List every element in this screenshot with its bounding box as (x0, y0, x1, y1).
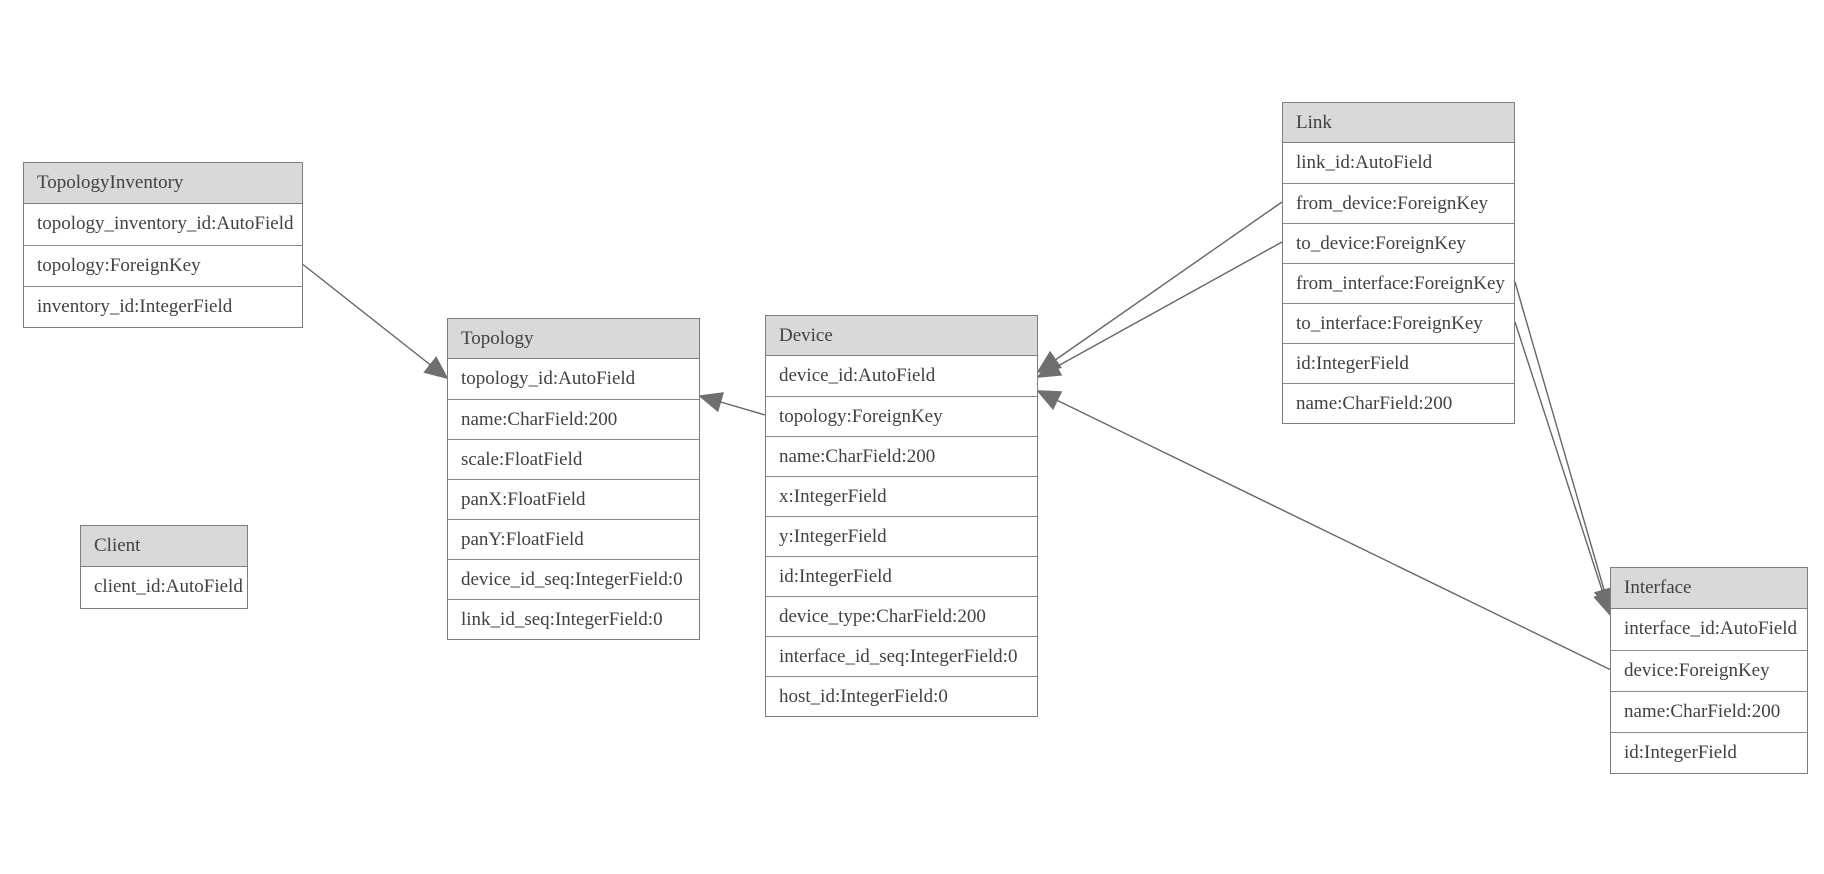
field-to_device: to_device:ForeignKey (1283, 223, 1514, 263)
entity-title: TopologyInventory (24, 163, 302, 204)
relationship-link-to_interface-to-interface (1514, 321, 1614, 617)
field-id: id:IntegerField (766, 556, 1037, 596)
field-client_id: client_id:AutoField (81, 567, 247, 608)
field-topology_inventory_id: topology_inventory_id:AutoField (24, 204, 302, 245)
field-panY: panY:FloatField (448, 519, 699, 559)
relationship-device-topology-to-topology (698, 392, 766, 416)
field-device: device:ForeignKey (1611, 650, 1807, 691)
entity-table-topologyinventory: TopologyInventory topology_inventory_id:… (23, 162, 303, 328)
entity-title: Link (1283, 103, 1514, 143)
field-topology: topology:ForeignKey (766, 396, 1037, 436)
field-inventory_id: inventory_id:IntegerField (24, 286, 302, 327)
field-name: name:CharField:200 (766, 436, 1037, 476)
relationship-topologyinventory-topology-to-topology (302, 263, 449, 380)
field-x: x:IntegerField (766, 476, 1037, 516)
field-link_id: link_id:AutoField (1283, 143, 1514, 183)
relationship-link-from_interface-to-interface (1514, 281, 1614, 613)
field-device_id_seq: device_id_seq:IntegerField:0 (448, 559, 699, 599)
field-topology: topology:ForeignKey (24, 245, 302, 286)
relationship-link-to_device-to-device (1036, 241, 1283, 378)
relationship-link-from_device-to-device (1036, 201, 1283, 374)
field-from_interface: from_interface:ForeignKey (1283, 263, 1514, 303)
field-link_id_seq: link_id_seq:IntegerField:0 (448, 599, 699, 639)
field-panX: panX:FloatField (448, 479, 699, 519)
field-host_id: host_id:IntegerField:0 (766, 676, 1037, 716)
field-to_interface: to_interface:ForeignKey (1283, 303, 1514, 343)
field-from_device: from_device:ForeignKey (1283, 183, 1514, 223)
field-name: name:CharField:200 (448, 399, 699, 439)
field-interface_id_seq: interface_id_seq:IntegerField:0 (766, 636, 1037, 676)
entity-title: Interface (1611, 568, 1807, 609)
entity-title: Topology (448, 319, 699, 359)
field-y: y:IntegerField (766, 516, 1037, 556)
field-topology_id: topology_id:AutoField (448, 359, 699, 399)
field-id: id:IntegerField (1611, 732, 1807, 773)
entity-table-client: Client client_id:AutoField (80, 525, 248, 609)
field-id: id:IntegerField (1283, 343, 1514, 383)
field-name: name:CharField:200 (1283, 383, 1514, 423)
field-interface_id: interface_id:AutoField (1611, 609, 1807, 650)
field-device_type: device_type:CharField:200 (766, 596, 1037, 636)
field-name: name:CharField:200 (1611, 691, 1807, 732)
field-scale: scale:FloatField (448, 439, 699, 479)
entity-title: Client (81, 526, 247, 567)
field-device_id: device_id:AutoField (766, 356, 1037, 396)
relationship-interface-device-to-device (1036, 390, 1611, 671)
entity-title: Device (766, 316, 1037, 356)
